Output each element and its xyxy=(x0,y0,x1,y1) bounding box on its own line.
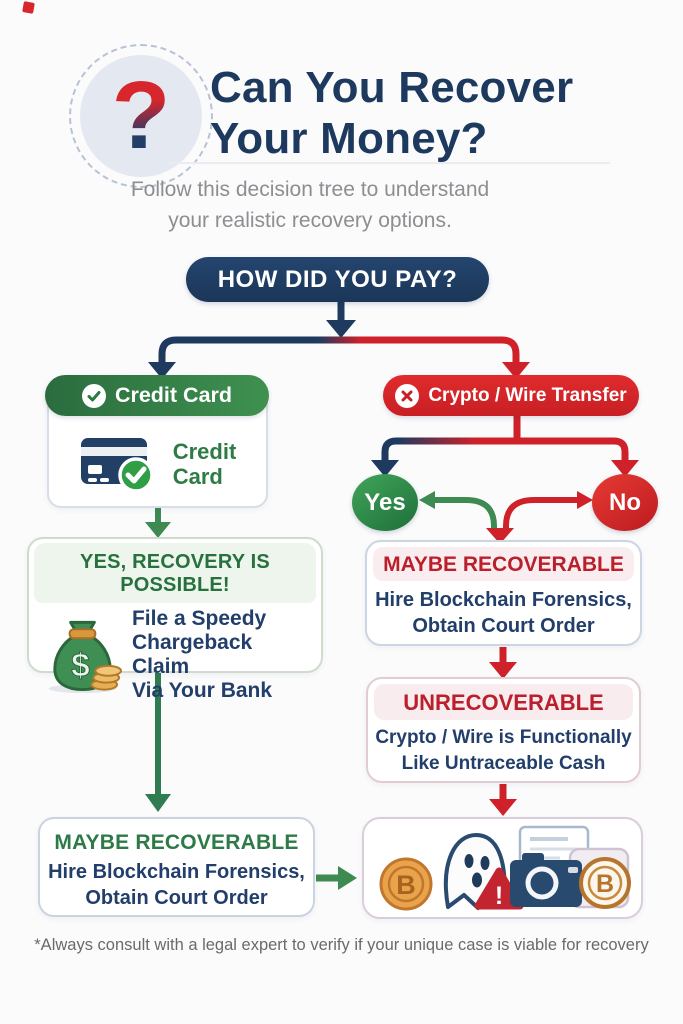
question-glyph: ? xyxy=(111,62,171,169)
bitcoin-glyph: B xyxy=(396,870,416,900)
node-yes: Yes xyxy=(352,474,418,531)
title-line-1: Can You Recover xyxy=(210,63,574,112)
node-recovery-possible: YES, RECOVERY IS POSSIBLE! $ File a Spee… xyxy=(27,537,323,702)
credit-card-label: Credit Card xyxy=(172,438,237,489)
bitcoin-glyph: B xyxy=(595,870,613,898)
disclaimer: *Always consult with a legal expert to v… xyxy=(34,936,649,954)
maybe-right-title: MAYBE RECOVERABLE xyxy=(373,547,634,581)
title-line-2: Your Money? xyxy=(210,114,488,163)
node-lost-funds-illustration: B ! B xyxy=(362,817,643,919)
credit-card-icon xyxy=(80,437,154,493)
node-maybe-recoverable-left: MAYBE RECOVERABLE Hire Blockchain Forens… xyxy=(38,817,315,917)
no-label: No xyxy=(609,488,641,516)
subtitle-line-2: your realistic recovery options. xyxy=(168,209,452,232)
coins-icon xyxy=(90,664,123,691)
yes-label: Yes xyxy=(364,488,406,516)
camera-icon xyxy=(509,853,582,907)
page-subtitle: Follow this decision tree to understand … xyxy=(40,174,580,236)
exclamation-glyph: ! xyxy=(494,882,502,910)
subtitle-line-1: Follow this decision tree to understand xyxy=(130,178,490,201)
header-divider xyxy=(168,162,610,164)
dollar-glyph: $ xyxy=(71,648,90,685)
page-title: Can You Recover Your Money? xyxy=(210,62,630,164)
check-circle-icon xyxy=(81,383,106,408)
maybe-left-body: Hire Blockchain Forensics, Obtain Court … xyxy=(48,861,305,909)
recovery-possible-body: File a Speedy Chargeback Claim Via Your … xyxy=(131,607,273,702)
arrow-crypto-split xyxy=(371,416,639,477)
bitcoin-coin-left-icon: B xyxy=(379,857,432,911)
maybe-left-title: MAYBE RECOVERABLE xyxy=(54,831,299,854)
node-how-did-you-pay: HOW DID YOU PAY? xyxy=(186,257,489,302)
node-unrecoverable: UNRECOVERABLE Crypto / Wire is Functiona… xyxy=(366,677,641,783)
unrecoverable-body: Crypto / Wire is Functionally Like Untra… xyxy=(375,727,632,774)
credit-pill-label: Credit Card xyxy=(114,383,233,407)
node-crypto-wire: Crypto / Wire Transfer xyxy=(383,375,639,416)
arrow-root-split xyxy=(148,299,530,379)
corner-mark xyxy=(22,1,35,14)
root-label: HOW DID YOU PAY? xyxy=(217,265,458,293)
money-bag-icon: $ xyxy=(48,620,123,694)
maybe-right-body: Hire Blockchain Forensics, Obtain Court … xyxy=(375,589,632,637)
node-maybe-recoverable-right: MAYBE RECOVERABLE Hire Blockchain Forens… xyxy=(365,540,642,646)
x-circle-icon xyxy=(395,383,420,408)
lost-funds-scene: B ! B xyxy=(379,825,631,911)
unrecoverable-title: UNRECOVERABLE xyxy=(374,684,633,720)
node-credit-card: Credit Card xyxy=(45,375,269,416)
bitcoin-coin-right-icon: B xyxy=(578,857,631,909)
node-no: No xyxy=(592,474,658,531)
question-ring xyxy=(69,44,213,188)
arrow-yes-no-merge xyxy=(419,491,593,544)
crypto-pill-label: Crypto / Wire Transfer xyxy=(428,384,627,406)
recovery-possible-title: YES, RECOVERY IS POSSIBLE! xyxy=(34,543,316,603)
warning-icon: ! xyxy=(474,867,523,910)
question-mark-icon: ? xyxy=(80,55,202,177)
